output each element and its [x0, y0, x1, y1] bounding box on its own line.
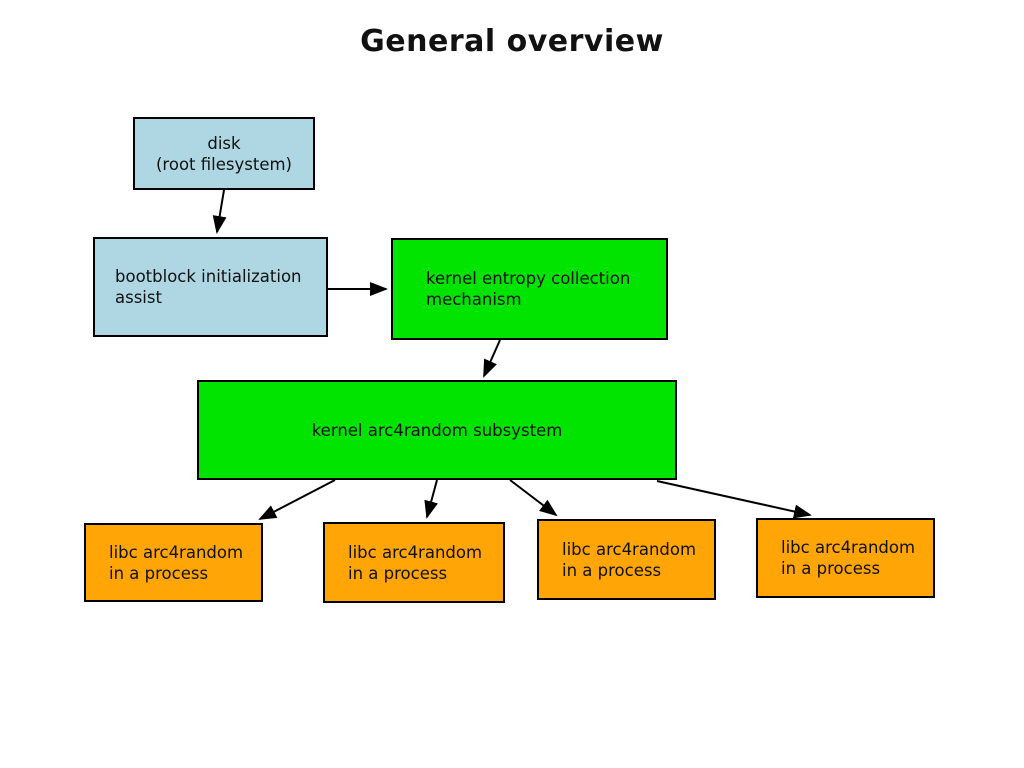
node-subsystem-label: kernel arc4random subsystem — [311, 420, 563, 440]
node-libc-arc4random-4: libc arc4random in a process — [756, 518, 935, 598]
node-disk-label: disk (root filesystem) — [156, 133, 292, 174]
arrow-subsystem-to-libc4 — [656, 480, 812, 519]
node-kernel-entropy-collection: kernel entropy collection mechanism — [391, 238, 668, 340]
node-entropy-label: kernel entropy collection mechanism — [426, 269, 631, 309]
node-libc-arc4random-1: libc arc4random in a process — [84, 523, 263, 602]
node-libc-arc4random-2: libc arc4random in a process — [323, 522, 505, 603]
arrow-subsystem-to-libc2 — [424, 479, 438, 519]
node-libc1-label: libc arc4random in a process — [109, 542, 244, 583]
arrow-entropy-to-subsystem — [483, 339, 501, 378]
arrow-subsystem-to-libc3 — [509, 479, 558, 517]
node-bootblock-label: bootblock initialization assist — [115, 267, 302, 307]
node-libc-arc4random-3: libc arc4random in a process — [537, 519, 716, 600]
node-kernel-arc4random-subsystem: kernel arc4random subsystem — [197, 380, 677, 480]
arrow-disk-to-bootblock — [212, 189, 227, 234]
node-libc2-label: libc arc4random in a process — [348, 542, 483, 583]
arrow-subsystem-to-libc1 — [258, 479, 336, 520]
node-libc4-label: libc arc4random in a process — [781, 538, 916, 578]
node-disk: disk (root filesystem) — [133, 117, 315, 190]
page-title: General overview — [360, 24, 664, 59]
node-libc3-label: libc arc4random in a process — [562, 539, 697, 580]
node-bootblock-initialization-assist: bootblock initialization assist — [93, 237, 328, 337]
